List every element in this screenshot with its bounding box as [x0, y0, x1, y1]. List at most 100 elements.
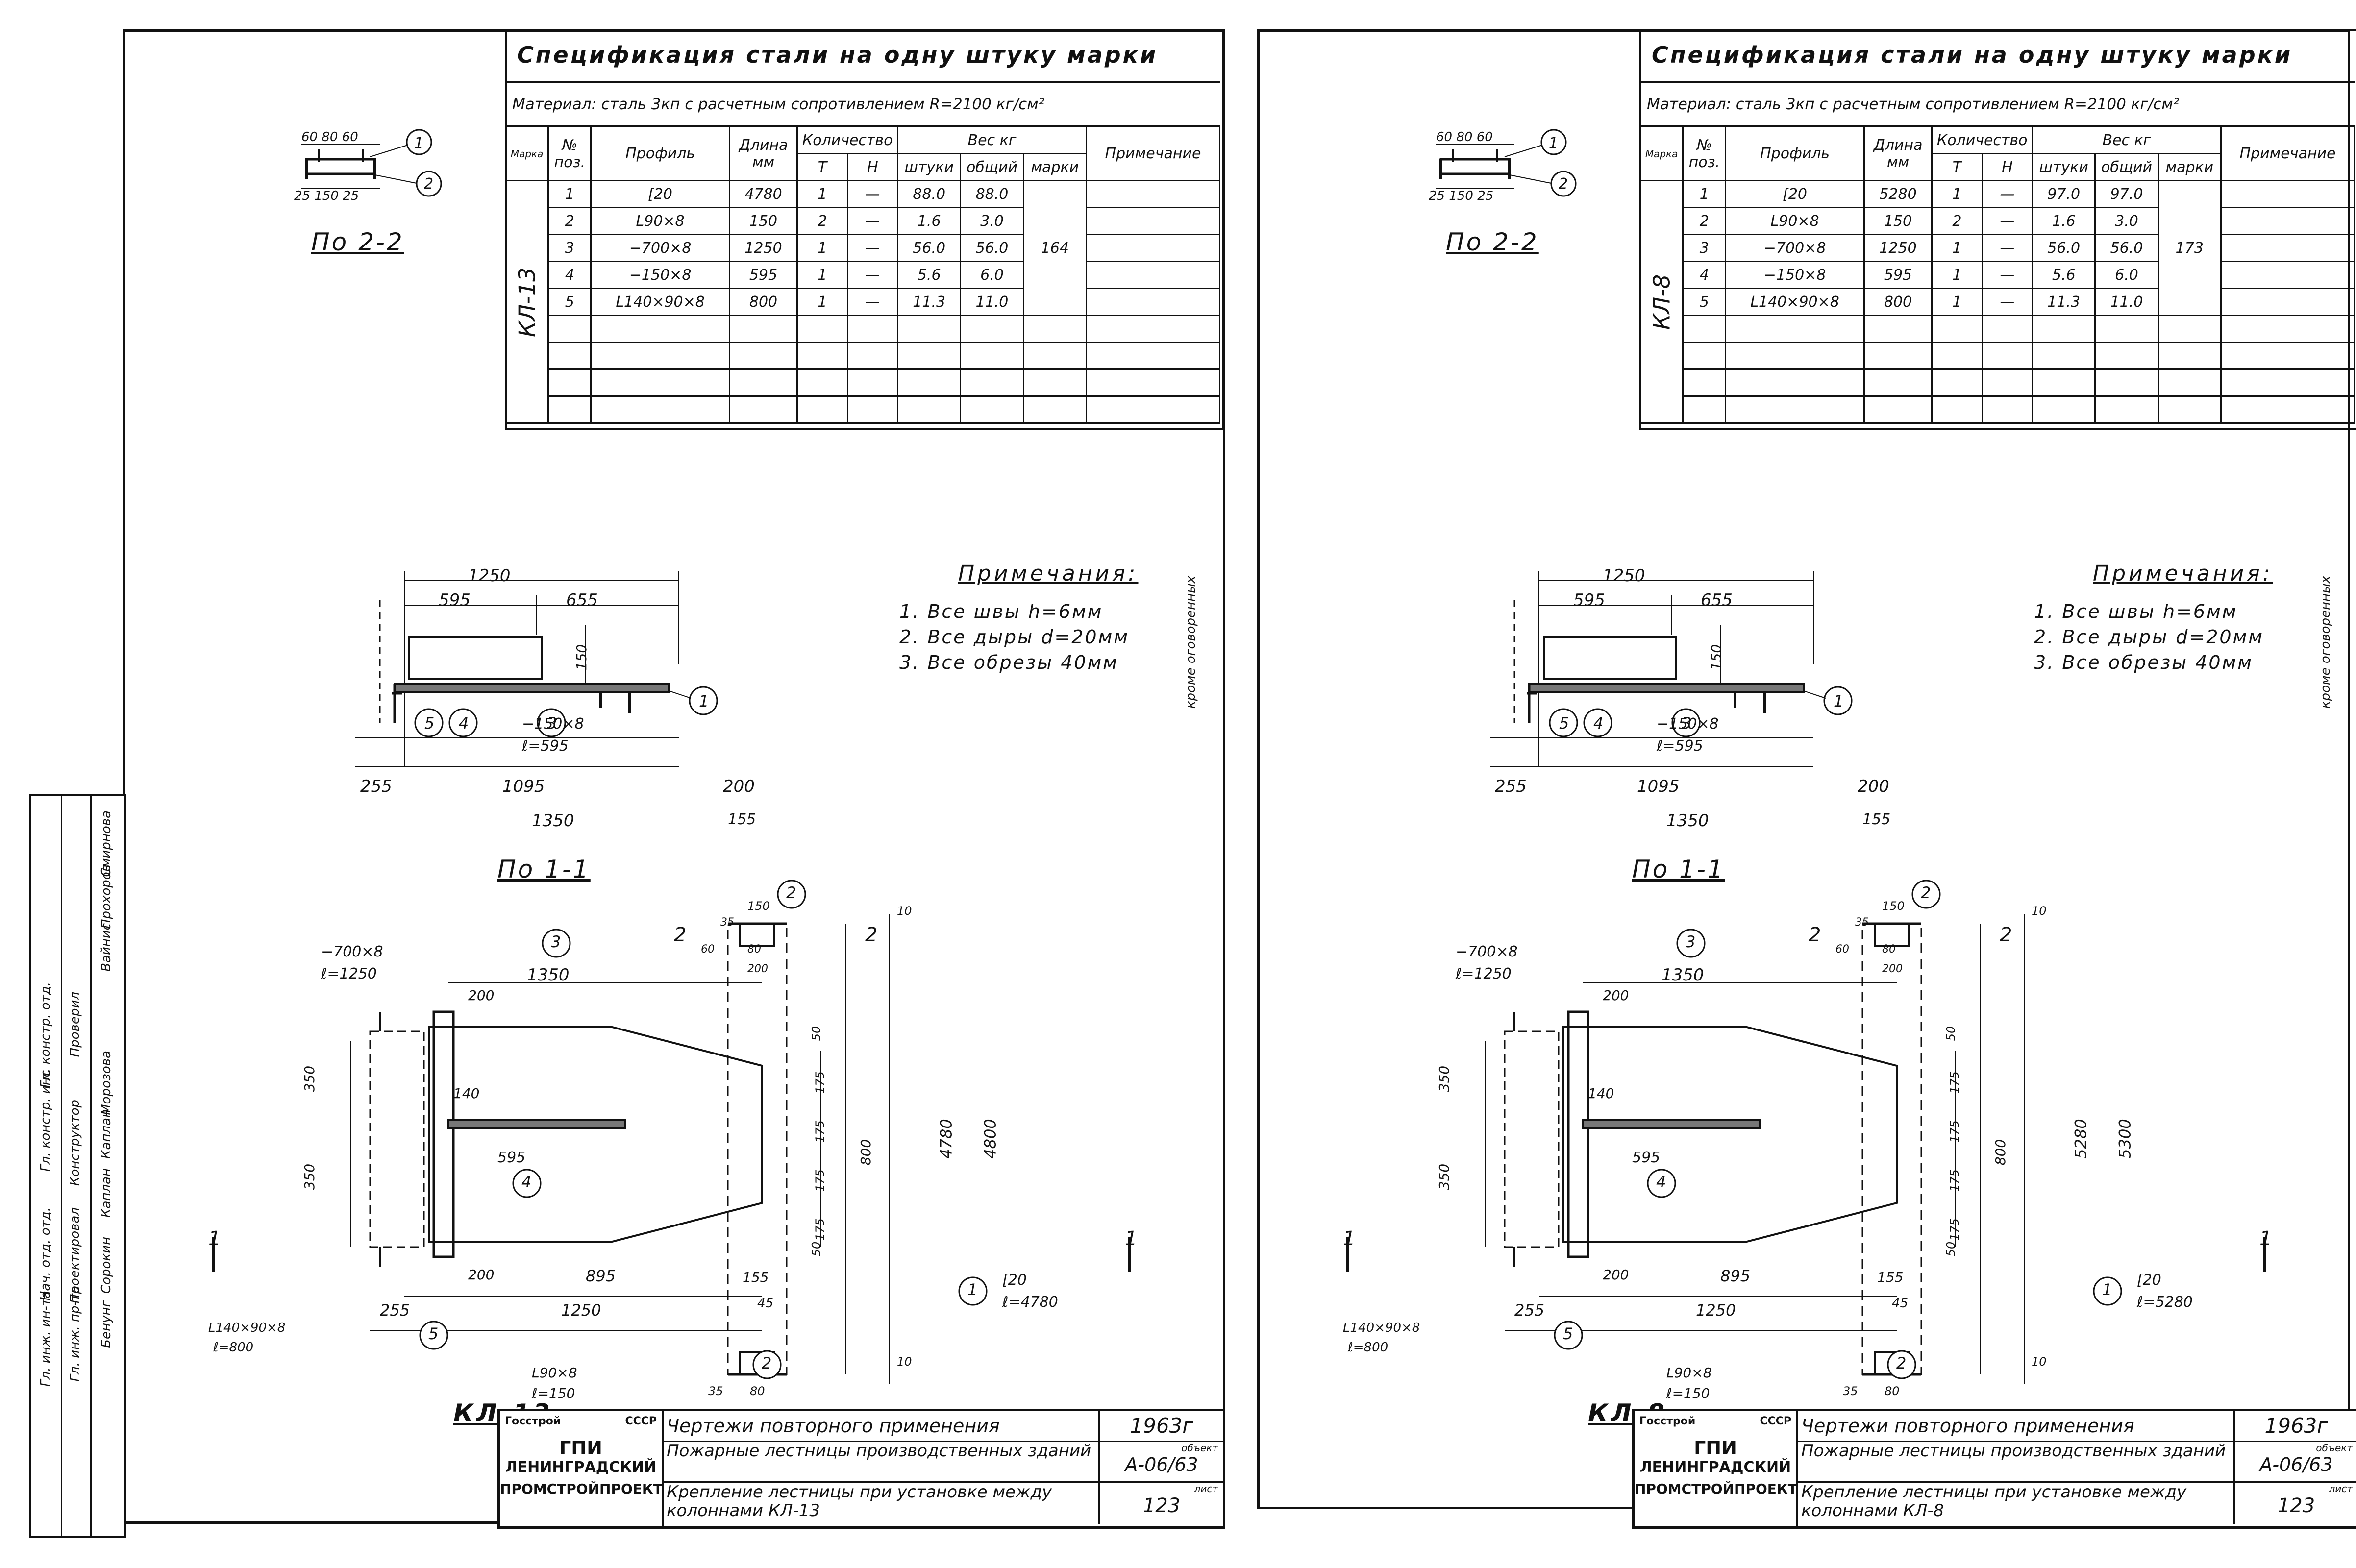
drawing-sheet-right: Спецификация стали на одну штуку марки М… [1257, 29, 2356, 1529]
spec-cell-empty [2220, 180, 2356, 208]
spec-cell-empty [846, 315, 899, 343]
dim-200: 200 [1603, 987, 1629, 1004]
callout-4: 4 [1593, 714, 1604, 733]
header-w-piece: штуки [897, 153, 962, 181]
spec-cell-empty [1085, 395, 1221, 424]
signature-name: Каплан [99, 1168, 114, 1218]
spec-cell: 2 [1931, 207, 1983, 235]
stamp-sheet-number: 123 [1142, 1494, 1181, 1517]
spec-cell-empty [2157, 315, 2222, 343]
spec-cell-empty [1682, 395, 1727, 424]
spec-cell: 1.6 [897, 207, 962, 235]
cut-mark-1: 1 [1125, 1227, 1138, 1250]
callout-4: 4 [1656, 1173, 1666, 1191]
dim-column-length: 5280 [2071, 1119, 2090, 1159]
signature-name: Морозова [99, 1051, 114, 1115]
section-2-2-dims-top: 60 80 60 [301, 130, 358, 145]
notes: Примечания: 1. Все швы h=6мм 2. Все дыры… [899, 561, 1139, 677]
header-pos: № поз. [1682, 126, 1727, 181]
callout-3: 3 [547, 714, 557, 733]
spec-cell-empty [796, 368, 848, 397]
spec-cell-empty [1022, 315, 1087, 343]
spec-cell: L90×8 [590, 207, 730, 235]
callout-4: 4 [459, 714, 469, 733]
spec-cell-empty [2094, 315, 2159, 343]
spec-cell-empty [2032, 395, 2096, 424]
spec-cell-empty [2157, 342, 2222, 370]
dim-175: 175 [813, 1218, 827, 1241]
spec-cell-empty [2094, 368, 2159, 397]
dim-200: 200 [723, 777, 755, 796]
callout-1: 1 [2102, 1280, 2112, 1299]
callout-4: 4 [521, 1173, 532, 1191]
spec-cell-empty [846, 368, 899, 397]
spec-cell: 4 [547, 261, 592, 289]
dim-800: 800 [858, 1139, 874, 1166]
spec-cell: 56.0 [897, 234, 962, 262]
dim-155: 155 [1877, 1269, 1904, 1285]
spec-cell: 1 [1682, 180, 1727, 208]
spec-cell-empty [2032, 315, 2096, 343]
callout-5: 5 [428, 1324, 439, 1343]
plan-angle2-length: ℓ=150 [1666, 1385, 1710, 1401]
dim-175: 175 [1947, 1169, 1961, 1192]
dim-595: 595 [497, 1149, 526, 1166]
spec-cell-empty [796, 342, 848, 370]
spec-cell: [20 [590, 180, 730, 208]
section-1-1-drawing [1490, 571, 1853, 767]
stamp-list-label: лист [2329, 1483, 2353, 1494]
spec-cell-empty [1863, 342, 1933, 370]
dim-1350: 1350 [527, 965, 570, 985]
dim-60: 60 [1835, 943, 1849, 956]
spec-cell-empty [960, 368, 1024, 397]
spec-cell: 1 [796, 234, 848, 262]
cut-mark-1: 1 [208, 1227, 221, 1250]
spec-row-empty [1640, 342, 2356, 370]
callout-1: 1 [1549, 135, 1559, 152]
spec-cell-empty [1085, 368, 1221, 397]
spec-cell-empty [846, 342, 899, 370]
spec-cell: 5.6 [2032, 261, 2096, 289]
stamp-sheet-number: 123 [2277, 1494, 2315, 1517]
section-1-1-label: По 1-1 [497, 855, 591, 883]
spec-cell-empty [2094, 395, 2159, 424]
spec-cell: 3.0 [2094, 207, 2159, 235]
dim-10: 10 [2032, 1355, 2047, 1369]
spec-row-empty [1640, 395, 2356, 424]
spec-cell-empty [796, 315, 848, 343]
dim-595: 595 [439, 590, 471, 610]
stamp-org1b: СССР [625, 1415, 657, 1427]
spec-cell-empty [1725, 395, 1865, 424]
spec-cell-empty [1085, 180, 1221, 208]
title-stamp: Госстрой СССР ГПИ ЛЕНИНГРАДСКИЙ ПРОМСТРО… [497, 1409, 1225, 1529]
stamp-org4: ПРОМСТРОЙПРОЕКТ [500, 1481, 663, 1497]
spec-cell: 1 [796, 180, 848, 208]
spec-cell-empty [897, 342, 962, 370]
dim-255: 255 [360, 777, 392, 796]
spec-table: Марка № поз. Профиль Длина мм Количество… [1639, 126, 2356, 424]
header-qty-t: Т [1931, 153, 1983, 181]
spec-cell-empty [2220, 368, 2356, 397]
notes-side: кроме оговоренных [2318, 576, 2333, 709]
stamp-title: Чертежи повторного применения [1796, 1411, 2235, 1442]
section-2-2-drawing [1436, 129, 1577, 197]
stamp-code-box: объект А-06/63 [2233, 1442, 2356, 1483]
callout-2: 2 [786, 883, 796, 902]
spec-cell-empty [1682, 315, 1727, 343]
spec-cell-empty [1981, 315, 2034, 343]
dim-35: 35 [708, 1384, 723, 1398]
part-length: ℓ=595 [1657, 737, 1703, 755]
plan-angle2: L90×8 [532, 1365, 577, 1381]
dim-800: 800 [1992, 1139, 2009, 1166]
section-2-2-label: По 2-2 [1446, 228, 1539, 256]
spec-cell: 97.0 [2032, 180, 2096, 208]
stamp-object-label: объект [2316, 1442, 2353, 1454]
stamp-code: А-06/63 [2259, 1454, 2333, 1475]
spec-cell: 150 [728, 207, 798, 235]
notes-side: кроме оговоренных [1184, 576, 1198, 709]
title-stamp: Госстрой СССР ГПИ ЛЕНИНГРАДСКИЙ ПРОМСТРО… [1632, 1409, 2356, 1529]
callout-1: 1 [967, 1280, 978, 1299]
